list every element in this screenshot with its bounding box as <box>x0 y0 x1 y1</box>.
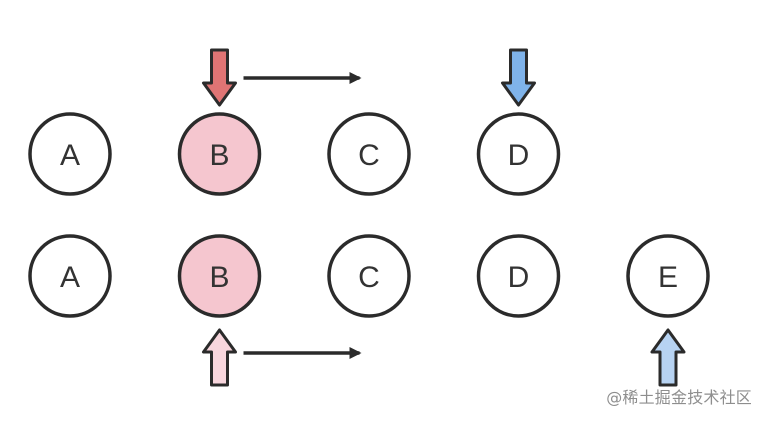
node-circle <box>327 112 411 196</box>
node-label: D <box>508 139 530 172</box>
block-arrow-icon <box>202 328 237 387</box>
pointers-layer <box>202 48 686 387</box>
node-circle <box>28 234 112 318</box>
node-label: A <box>60 261 80 294</box>
pointer-blue-down-arrow <box>501 48 536 107</box>
pointer-red-down-arrow <box>202 48 362 107</box>
block-arrow-icon <box>501 48 536 107</box>
node-circle <box>177 112 262 196</box>
node-label: A <box>60 139 80 172</box>
node-label: B <box>209 139 229 172</box>
node-d-row2: D <box>476 234 561 318</box>
node-label: B <box>209 261 229 294</box>
node-c-row1: C <box>327 112 411 196</box>
node-circle <box>177 234 262 318</box>
node-label: C <box>358 139 380 172</box>
node-circle <box>28 112 112 196</box>
nodes-layer: A B C D A B C D E <box>28 112 710 318</box>
node-circle <box>476 234 561 318</box>
node-a-row1: A <box>28 112 112 196</box>
node-circle <box>327 234 411 318</box>
pointer-light-blue-up-arrow <box>650 328 686 387</box>
node-e-row2: E <box>626 234 710 318</box>
node-circle <box>626 234 710 318</box>
node-label: C <box>358 261 380 294</box>
node-circle <box>476 112 561 196</box>
node-b-row1: B <box>177 112 262 196</box>
node-a-row2: A <box>28 234 112 318</box>
block-arrow-icon <box>650 328 686 387</box>
pointer-pink-up-arrow <box>202 328 362 387</box>
node-d-row1: D <box>476 112 561 196</box>
watermark: @稀土掘金技术社区 <box>606 388 752 407</box>
node-label: D <box>508 261 530 294</box>
block-arrow-icon <box>202 48 237 107</box>
node-b-row2: B <box>177 234 262 318</box>
node-label: E <box>658 261 678 294</box>
node-c-row2: C <box>327 234 411 318</box>
